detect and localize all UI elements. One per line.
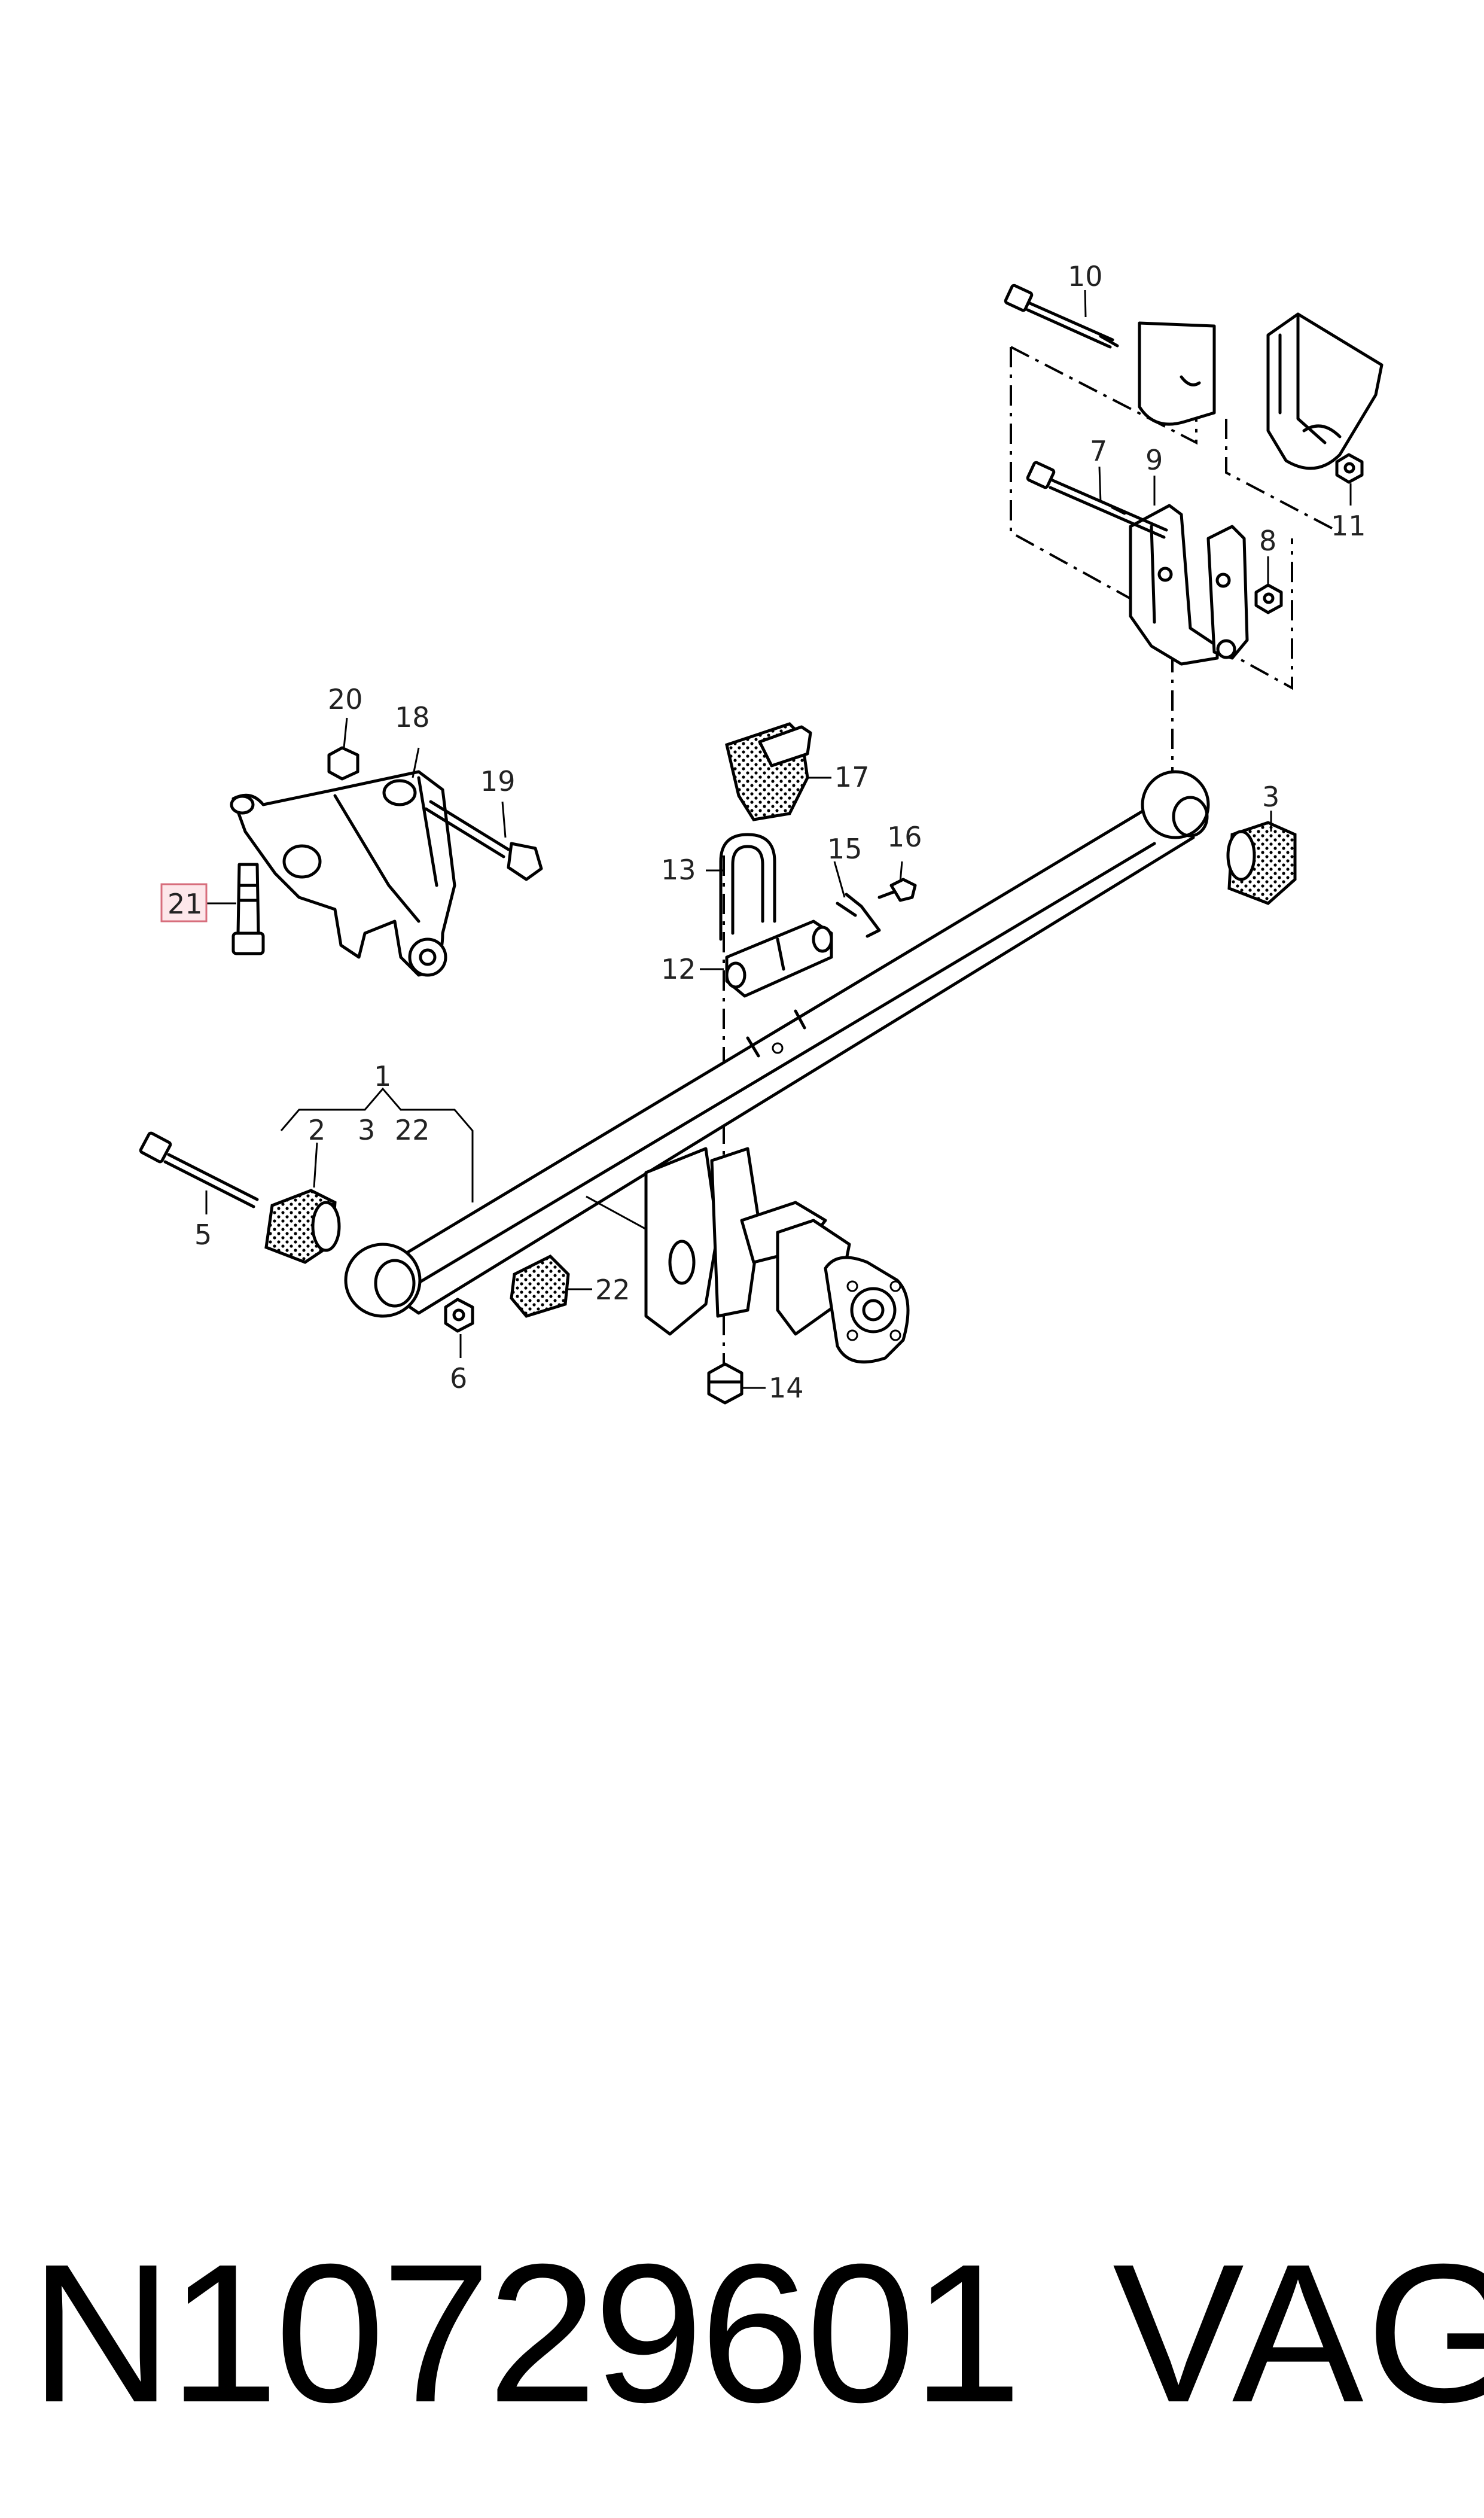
nut-11 — [1335, 453, 1364, 484]
label-6: 6 — [450, 1362, 467, 1395]
label-8: 8 — [1259, 525, 1276, 557]
caption: N10729601 VAG — [30, 2222, 1484, 2443]
bush-3 — [1226, 821, 1297, 905]
bolt-21 — [231, 863, 265, 955]
bolt-19 — [424, 800, 543, 881]
screw-16 — [877, 878, 917, 902]
label-3-group: 3 — [358, 1114, 375, 1146]
label-3: 3 — [1262, 781, 1279, 813]
label-16: 16 — [887, 821, 922, 853]
label-15: 15 — [827, 833, 863, 865]
clamp-15 — [836, 893, 881, 938]
label-2: 2 — [308, 1114, 325, 1146]
bolt-7 — [1026, 461, 1168, 539]
body-bracket-right — [1266, 312, 1384, 470]
label-18: 18 — [395, 701, 430, 733]
label-20: 20 — [328, 683, 363, 715]
u-bolt-13 — [719, 833, 776, 941]
bush-2 — [264, 1189, 341, 1264]
label-17: 17 — [834, 761, 870, 793]
label-7: 7 — [1090, 435, 1107, 467]
label-1: 1 — [374, 1060, 391, 1092]
bolt-5 — [139, 1131, 259, 1208]
label-9: 9 — [1145, 444, 1163, 476]
nut-6 — [444, 1298, 474, 1333]
label-11: 11 — [1331, 510, 1366, 542]
leader-lines — [203, 290, 1352, 1389]
label-21: 21 — [167, 888, 203, 920]
bump-stop-17 — [725, 722, 812, 821]
label-10: 10 — [1068, 260, 1103, 293]
body-bracket-left — [1138, 321, 1216, 426]
label-13: 13 — [661, 854, 696, 886]
spring-hanger-bracket — [230, 770, 456, 977]
pad-22 — [510, 1254, 570, 1318]
nut-20 — [327, 746, 359, 781]
label-12: 12 — [661, 953, 696, 985]
label-5: 5 — [194, 1219, 212, 1251]
label-22-group: 22 — [395, 1114, 430, 1146]
bolt-10 — [1004, 284, 1119, 349]
leaf-spring — [344, 770, 1210, 1318]
brand-name: VAG — [1113, 2222, 1484, 2443]
nut-8 — [1254, 583, 1283, 614]
label-21-highlight — [160, 883, 208, 922]
part-labels: 1 2 3 22 3 5 6 7 8 9 10 11 12 13 14 15 1… — [160, 260, 1366, 1404]
label-14: 14 — [769, 1372, 804, 1404]
nut-14 — [707, 1362, 743, 1405]
label-19: 19 — [480, 765, 516, 797]
spring-shackle — [1129, 504, 1249, 666]
part-number: N10729601 — [30, 2222, 1022, 2443]
spring-saddle-12 — [725, 919, 833, 998]
label-22: 22 — [595, 1274, 630, 1306]
rear-axle-hub — [586, 1147, 910, 1364]
